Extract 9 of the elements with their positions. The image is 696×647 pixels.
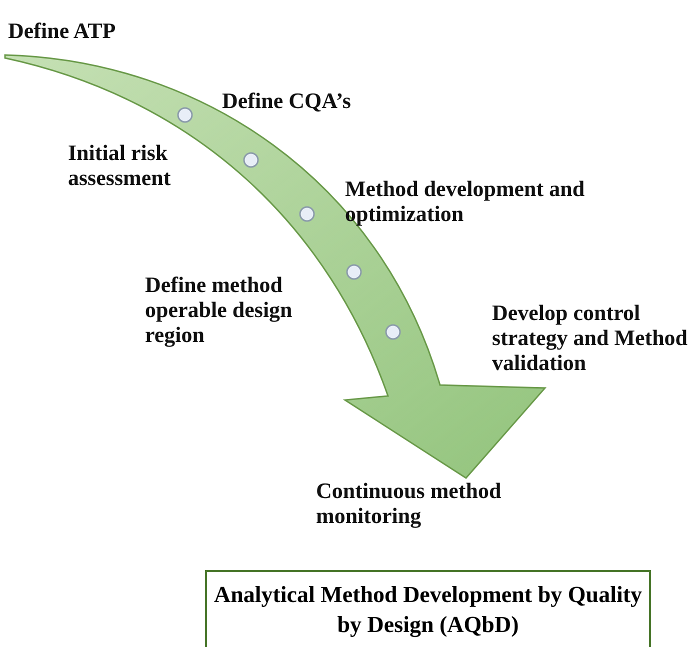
step-label: Define method operable design region [145,272,294,347]
step-label: Continuous method monitoring [316,478,502,528]
step-label: Initial risk assessment [68,140,172,190]
box-title: Analytical Method Development by Quality by Design (AQbD) [212,581,644,640]
title-box [205,570,651,647]
step-label: Develop control strategy and Method validation [492,300,689,375]
step-label: Define CQA’s [222,88,352,113]
step-label: Method development and optimization [345,176,586,226]
step-label: Define ATP [8,18,117,43]
